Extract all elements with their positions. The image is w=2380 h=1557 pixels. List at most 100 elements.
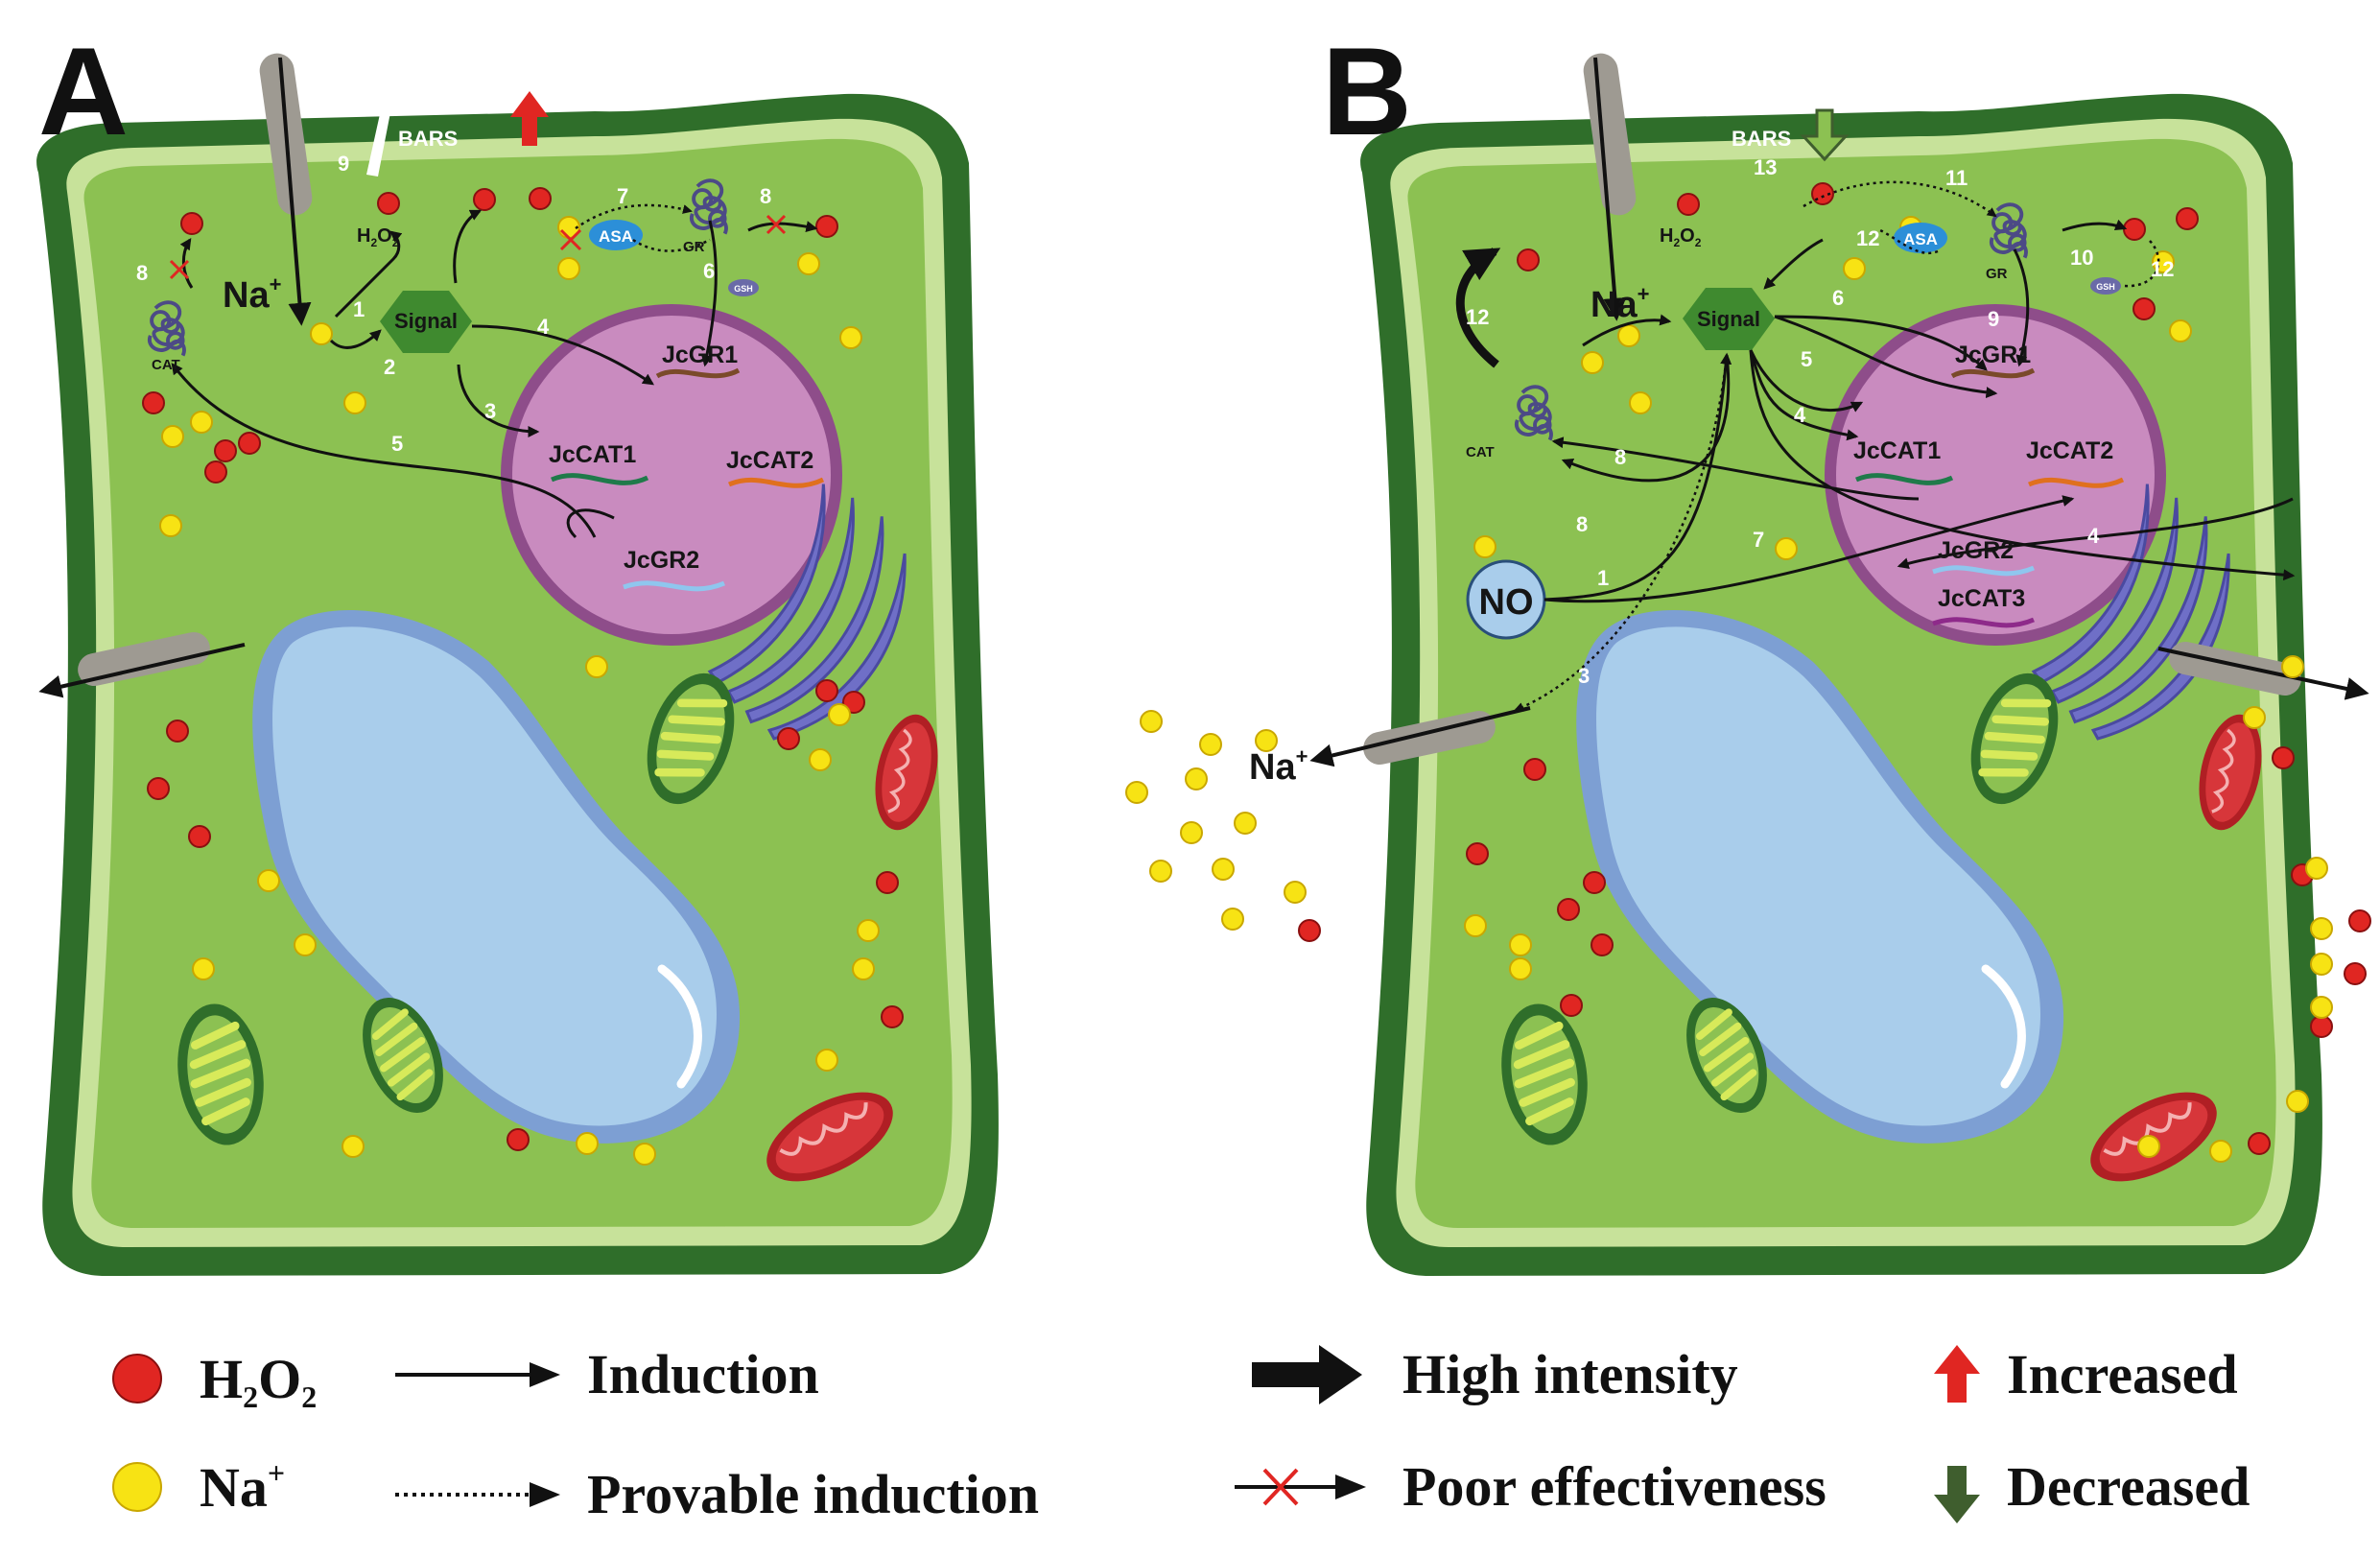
pathway-arrows	[171, 209, 818, 539]
gene-jccat2: JcCAT2	[2026, 437, 2113, 464]
nucleus	[501, 304, 842, 646]
panel-letter-b: B	[1322, 21, 1412, 161]
gene-jccat1: JcCAT1	[549, 441, 636, 468]
asa-oval	[589, 220, 643, 250]
legend-induction: Induction	[587, 1343, 819, 1405]
svg-text:10: 10	[2070, 246, 2093, 270]
svg-text:1: 1	[353, 297, 365, 321]
high-intensity-arrow-icon	[1252, 1345, 1362, 1404]
nucleus	[1825, 304, 2166, 646]
bars-label: BARS	[398, 127, 458, 151]
asa-label: ASA	[599, 227, 633, 246]
svg-text:8: 8	[1576, 512, 1588, 536]
svg-text:H2O2: H2O2	[357, 225, 399, 249]
legend-na-dot	[112, 1462, 162, 1512]
gr-label: GR	[683, 239, 705, 255]
gr-label: GR	[1986, 266, 2008, 282]
svg-text:9: 9	[1988, 307, 1999, 331]
gene-jccat1: JcCAT1	[1853, 437, 1941, 464]
gene-jcgr1: JcGR1	[1955, 342, 2031, 368]
legend-increased: Increased	[2007, 1343, 2238, 1405]
signal-label: Signal	[394, 309, 458, 333]
h2o2-molecules	[1298, 182, 2371, 1155]
panel-a: Signal ASA GSH	[36, 21, 999, 1276]
svg-text:4: 4	[2087, 524, 2100, 548]
svg-text:8: 8	[760, 184, 771, 208]
svg-text:4: 4	[1794, 403, 1806, 427]
cat-label: CAT	[1466, 444, 1495, 460]
gsh-label: GSH	[2096, 282, 2115, 292]
step-numbers: 1 2 3 4 5 6 7 8 8 9	[136, 152, 771, 456]
ion-channel	[38, 631, 246, 698]
legend-h2o2-dot	[112, 1354, 162, 1404]
svg-text:H2O2: H2O2	[1660, 225, 1702, 249]
increased-arrow-icon	[1934, 1345, 1980, 1403]
decreased-arrow-icon	[1934, 1466, 1980, 1523]
h2o2-molecules	[142, 187, 904, 1151]
gene-jccat3: JcCAT3	[1938, 585, 2025, 612]
svg-text:12: 12	[1856, 226, 1879, 250]
svg-text:1: 1	[1597, 566, 1609, 590]
legend-na-label: Na+	[200, 1455, 285, 1519]
panel-letter-a: A	[38, 21, 129, 161]
ion-channel	[1309, 706, 1531, 767]
legend-high-intensity: High intensity	[1402, 1343, 1738, 1405]
gene-jcgr1: JcGR1	[662, 342, 738, 368]
na-ions	[159, 216, 880, 1166]
decreased-arrow-icon	[1800, 108, 1850, 162]
na-label: Na+	[1591, 282, 1649, 325]
svg-text:Na+: Na+	[1591, 282, 1649, 325]
pathway-arrows	[1543, 219, 2296, 603]
svg-text:6: 6	[1832, 286, 1844, 310]
ion-channel	[1583, 53, 1637, 321]
svg-text:3: 3	[1578, 664, 1590, 688]
svg-text:11: 11	[1945, 166, 1968, 190]
gene-jcgr2: JcGR2	[624, 547, 699, 574]
signal-hexagon	[1683, 288, 1775, 350]
increased-arrow-icon	[510, 91, 549, 146]
legend: H2O2 Na+ Induction Provable induction Hi…	[112, 1343, 2250, 1525]
step-numbers: 1 3 4 4 5 6 7 8 8 9 10 11 12 12 12 13	[1466, 155, 2174, 688]
svg-text:5: 5	[391, 432, 403, 456]
svg-text:7: 7	[1753, 528, 1764, 552]
na-outside-label: Na+	[1249, 744, 1308, 788]
svg-text:5: 5	[1801, 347, 1812, 371]
svg-text:9: 9	[338, 152, 349, 176]
gsh-oval	[2090, 277, 2121, 295]
gsh-label: GSH	[734, 284, 753, 294]
gene-jcgr2: JcGR2	[1938, 537, 2014, 564]
asa-oval	[1894, 223, 1947, 253]
svg-text:Na+: Na+	[223, 272, 281, 316]
cat-label: CAT	[152, 357, 180, 373]
na-label: Na+	[223, 272, 281, 316]
h2o2-label: H2O2	[357, 225, 399, 249]
h2o2-label: H2O2	[1660, 225, 1702, 249]
legend-provable-induction: Provable induction	[587, 1463, 1039, 1525]
svg-text:3: 3	[484, 399, 496, 423]
svg-text:12: 12	[2151, 257, 2174, 281]
bars-label: BARS	[1732, 127, 1791, 151]
legend-poor-effectiveness: Poor effectiveness	[1402, 1455, 1826, 1518]
no-bubble: NO	[1466, 559, 1546, 640]
svg-text:NO: NO	[1479, 582, 1534, 623]
svg-text:6: 6	[703, 259, 715, 283]
svg-text:13: 13	[1754, 155, 1777, 179]
svg-text:7: 7	[617, 184, 628, 208]
bars-up-arrow	[366, 77, 401, 177]
svg-text:8: 8	[1614, 445, 1626, 469]
asa-label: ASA	[1903, 230, 1938, 248]
legend-h2o2-label: H2O2	[200, 1348, 317, 1414]
svg-text:4: 4	[537, 315, 550, 339]
high-intensity-arrow	[1455, 248, 1501, 368]
legend-decreased: Decreased	[2007, 1455, 2250, 1518]
gsh-oval	[728, 279, 759, 296]
svg-text:12: 12	[1466, 305, 1489, 329]
svg-text:Na+: Na+	[1249, 744, 1308, 788]
panel-b: NO Signal	[1125, 21, 2371, 1276]
signal-hexagon	[380, 291, 472, 353]
gene-jccat2: JcCAT2	[726, 447, 813, 474]
svg-text:2: 2	[384, 355, 395, 379]
ion-channel	[259, 53, 313, 326]
